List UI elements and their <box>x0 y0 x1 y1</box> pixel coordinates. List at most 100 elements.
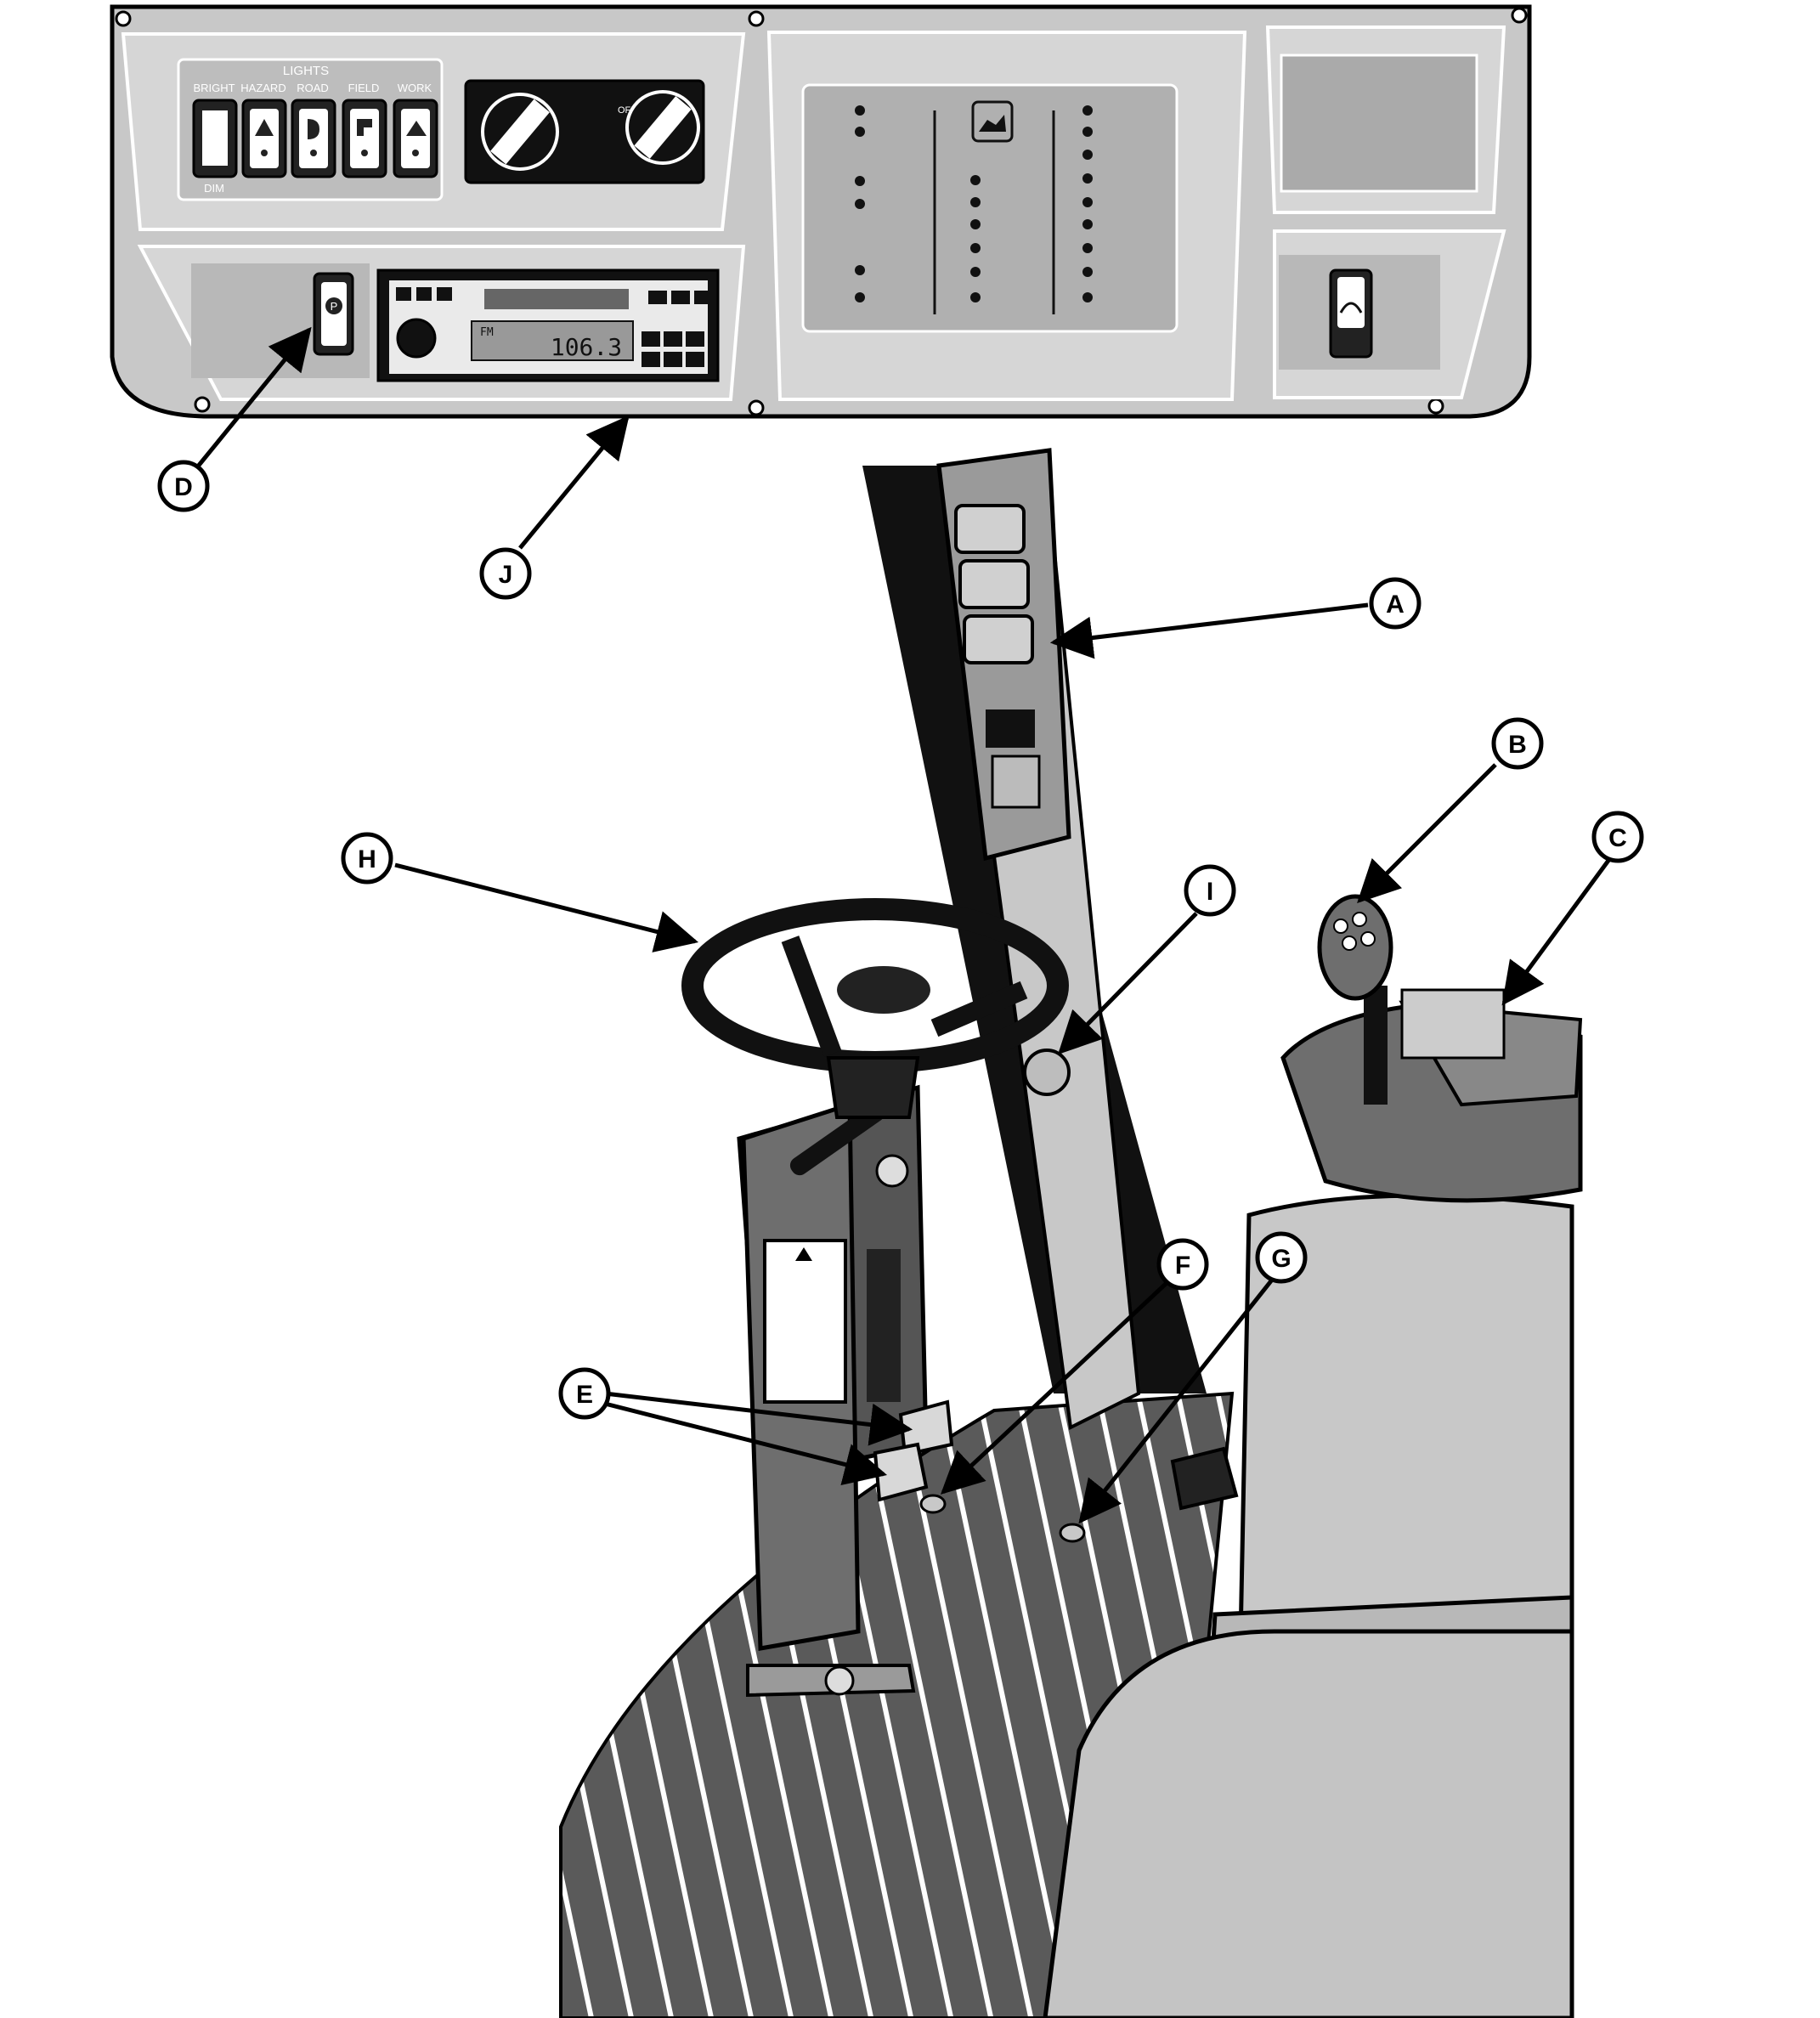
callout-e: E <box>558 1367 611 1420</box>
column-lever[interactable] <box>787 1100 888 1179</box>
screw-icon <box>1427 398 1444 415</box>
radio-button[interactable] <box>642 352 660 367</box>
work-light-switch[interactable] <box>393 99 438 178</box>
callout-b: B <box>1491 717 1544 770</box>
column-warning-decal <box>763 1239 847 1404</box>
svg-text:P: P <box>331 300 338 313</box>
post-keypad[interactable] <box>991 755 1041 809</box>
leader-i <box>1058 912 1198 1054</box>
warning-triangle-icon <box>795 1247 812 1261</box>
leader-j <box>518 415 630 550</box>
switch-label-bright: BRIGHT <box>193 82 235 94</box>
callout-g: G <box>1255 1231 1308 1284</box>
svg-text:F: F <box>1175 1252 1190 1280</box>
deer-icon <box>979 115 1006 132</box>
radio-unit: FM 106.3 <box>376 269 720 382</box>
warning-lamps-middle <box>970 175 981 302</box>
radio-button[interactable] <box>694 291 713 304</box>
svg-text:G: G <box>1271 1245 1291 1273</box>
field-light-switch[interactable] <box>342 99 387 178</box>
svg-text:E: E <box>576 1381 593 1409</box>
wiper-switch-3[interactable] <box>963 614 1034 664</box>
wiper-switch-2[interactable] <box>958 559 1030 609</box>
callout-j: J <box>479 547 532 600</box>
screw-icon <box>1511 7 1528 24</box>
leader-c <box>1501 856 1613 1006</box>
radio-button[interactable] <box>648 291 667 304</box>
leader-g <box>1078 1277 1275 1524</box>
floor-button-f[interactable] <box>919 1494 947 1514</box>
leader-f <box>940 1281 1168 1495</box>
leader-h <box>394 862 699 952</box>
hazard-switch[interactable] <box>241 99 287 178</box>
steering-column <box>737 1084 929 1698</box>
deere-logo <box>971 100 1014 143</box>
svg-text:J: J <box>499 561 513 589</box>
switch-label-work: WORK <box>398 82 432 94</box>
bright-dim-switch[interactable] <box>192 99 238 178</box>
callout-d: D <box>157 460 210 512</box>
callout-a: A <box>1369 577 1422 630</box>
radio-display <box>471 320 634 361</box>
lights-title: LIGHTS <box>283 64 329 78</box>
warning-lamps-right <box>1082 105 1093 302</box>
road-light-switch[interactable] <box>291 99 336 178</box>
column-knob[interactable] <box>824 1665 855 1696</box>
radio-button[interactable] <box>437 287 452 301</box>
radio-button[interactable] <box>664 352 682 367</box>
radio-button[interactable] <box>686 331 704 347</box>
callout-leaders <box>195 326 1613 1524</box>
radio-button[interactable] <box>416 287 432 301</box>
radio-button[interactable] <box>642 331 660 347</box>
dim-label: DIM <box>204 182 224 195</box>
radio-button[interactable] <box>671 291 690 304</box>
headlight-icon <box>308 119 319 139</box>
callout-i: I <box>1184 864 1236 917</box>
work-light-icon <box>406 121 427 136</box>
throttle-pedal[interactable] <box>1170 1446 1239 1511</box>
operator-seat <box>1043 1193 1574 2018</box>
radio-button[interactable] <box>664 331 682 347</box>
callout-labels: A B C D E F G H <box>157 460 1644 1420</box>
cassette-slot <box>484 289 629 309</box>
screw-icon <box>748 10 765 27</box>
leader-e2 <box>604 1401 888 1485</box>
wiper-icon <box>1339 302 1363 314</box>
svg-text:D: D <box>174 473 193 501</box>
wiper-rocker-switch[interactable] <box>1329 269 1373 359</box>
warning-lamps-left <box>855 105 865 302</box>
column-side-decal <box>867 1249 901 1402</box>
switch-label-hazard: HAZARD <box>240 82 285 94</box>
radio-volume-knob[interactable] <box>396 318 437 359</box>
turn-signal-knob[interactable] <box>1023 1049 1071 1096</box>
radio-button[interactable] <box>396 287 411 301</box>
blank-display-area <box>1280 54 1478 193</box>
radio-band: FM <box>480 326 494 339</box>
park-brake-switch[interactable]: P <box>313 272 354 356</box>
cab-interior <box>559 448 1583 2018</box>
floor-button-g[interactable] <box>1059 1523 1086 1543</box>
switch-label-road: ROAD <box>297 82 329 94</box>
svg-text:C: C <box>1608 824 1627 852</box>
armrest-switch-panel[interactable] <box>1400 988 1506 1060</box>
steering-wheel[interactable] <box>681 898 1069 1119</box>
leader-e1 <box>604 1391 913 1446</box>
fan-speed-knob[interactable] <box>481 93 559 171</box>
corner-post-console <box>936 448 1071 862</box>
post-display <box>986 709 1035 748</box>
field-light-icon <box>357 119 372 136</box>
svg-text:I: I <box>1207 878 1213 906</box>
wiper-switch-1[interactable] <box>954 504 1026 554</box>
callout-h: H <box>341 832 393 885</box>
leader-d <box>195 326 312 469</box>
screw-icon <box>748 399 765 416</box>
screw-icon <box>194 396 211 413</box>
leader-b <box>1357 763 1497 903</box>
dash-panel: LIGHTS BRIGHT HAZARD ROAD FIELD WORK <box>110 4 1532 419</box>
callout-f: F <box>1156 1238 1209 1291</box>
hydro-handle[interactable] <box>1317 894 1393 1105</box>
temperature-knob[interactable] <box>625 90 700 165</box>
radio-button[interactable] <box>686 352 704 367</box>
column-tilt-knob[interactable] <box>875 1154 909 1188</box>
